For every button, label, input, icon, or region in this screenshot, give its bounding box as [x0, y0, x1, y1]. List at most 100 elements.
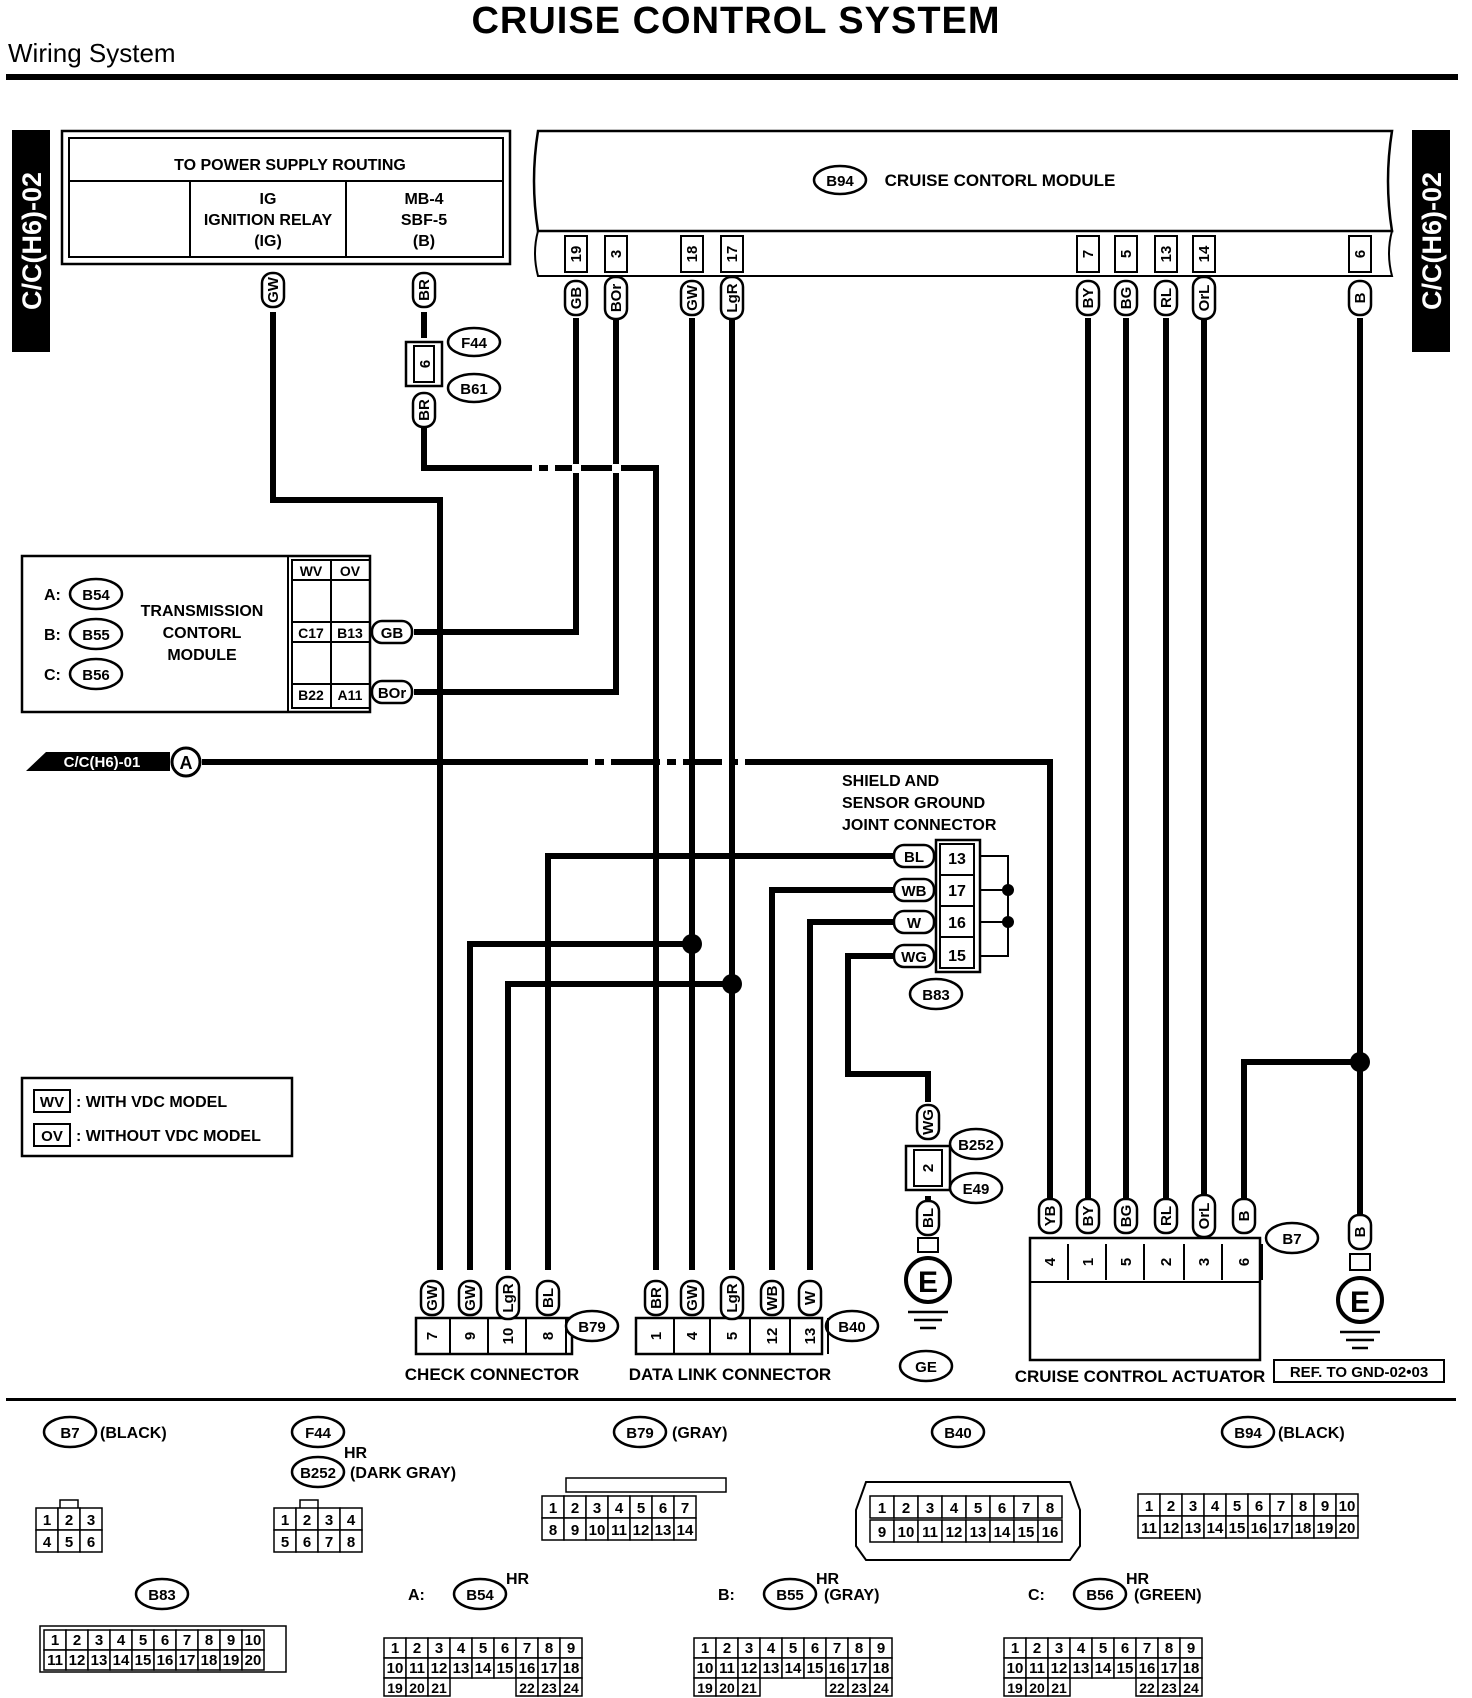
view-b55-r3-pin-19: 19: [697, 1680, 713, 1696]
view-b54-r2-pin-12: 12: [431, 1660, 448, 1677]
view-b54-hr: HR: [506, 1571, 530, 1588]
view-b55-r1-pin-3: 3: [745, 1640, 753, 1657]
view-b56-r1-pin-7: 7: [1143, 1640, 1151, 1657]
wire-tag-b252-top: WG: [920, 1109, 937, 1135]
view-b55-badge: [762, 1577, 818, 1611]
view-b55-r2-pin-14: 14: [785, 1660, 802, 1677]
actuator-wire-yb-shape: [1037, 1197, 1063, 1235]
actuator-wire-b: B: [1236, 1210, 1253, 1221]
view-b79-r2-pin-10: 10: [589, 1522, 606, 1539]
view-b56-r1-pin-5: 5: [1099, 1640, 1107, 1657]
view-b56-r3-pin-20: 20: [1029, 1680, 1045, 1696]
transmission-control-module: WV OV C17 B13 B22 A11 TRANSMISSION CONTO…: [20, 554, 372, 714]
view-b56-r2-pin-17: 17: [1161, 1660, 1178, 1677]
view-b94-r2-pin-15: 15: [1229, 1520, 1246, 1537]
e49-badge-label: E49: [963, 1181, 990, 1198]
view-b94-r1-pin-7: 7: [1277, 1498, 1285, 1515]
legend-code-ov: OV: [41, 1128, 63, 1145]
view-b55-r3-pin-24: 24: [873, 1680, 889, 1696]
view-b54-badge-label: B54: [466, 1587, 494, 1604]
module-pin-box: [1154, 235, 1178, 273]
tcm-wire-tag-gb: GB: [381, 625, 404, 642]
view-b54-badge: [452, 1577, 508, 1611]
view-b55-r2-pin-12: 12: [741, 1660, 758, 1677]
view-b79-r2-pin-13: 13: [655, 1522, 672, 1539]
dlc-wire-gw-shape: [679, 1279, 705, 1317]
wire-tag-bor-shape: [603, 275, 629, 321]
view-b54-r3-pin-24: 24: [563, 1680, 579, 1696]
view-b79-r1-pin-6: 6: [659, 1500, 667, 1517]
wire-bl-13: [545, 853, 898, 1270]
wire-tag-by: BY: [1080, 288, 1097, 309]
view-b83-r2-pin-19: 19: [223, 1652, 240, 1669]
view-b56-r1-pin-3: 3: [1055, 1640, 1063, 1657]
actuator-wire-orl: OrL: [1196, 1203, 1213, 1230]
dlc-wire-br-shape: [643, 1279, 669, 1317]
view-b252-badge: [290, 1455, 346, 1489]
check-wire-bl-shape: [535, 1279, 561, 1317]
b55-badge: [68, 617, 124, 651]
b61-badge: [446, 372, 502, 404]
side-tab-right-label: C/C(H6)-02: [1417, 172, 1447, 310]
view-b40-r2-pin-11: 11: [922, 1524, 938, 1541]
e49-badge: [948, 1171, 1004, 1205]
header-rule: [6, 74, 1458, 80]
b83-pin-15: 15: [948, 948, 966, 965]
wire-tag-br-lower: BR: [416, 399, 433, 421]
actuator-pin-6: 6: [1236, 1258, 1253, 1266]
connector-views-divider: [6, 1398, 1456, 1401]
tcm-pin-c17: C17: [298, 625, 324, 641]
view-b40-r1-pin-8: 8: [1046, 1500, 1054, 1517]
ground-e-left-label: E: [918, 1266, 938, 1299]
view-b54-r2-pin-17: 17: [541, 1660, 558, 1677]
view-b55-r3-pin-21: 21: [741, 1680, 757, 1696]
wire-tag-bor: BOr: [608, 284, 625, 313]
view-b40-r2-pin-16: 16: [1042, 1524, 1059, 1541]
module-pin-17: 17: [724, 246, 741, 263]
data-link-connector: DATA LINK CONNECTOR B40 BR1GW4LgR5WB12W1…: [629, 1275, 880, 1384]
check-wire-gw: GW: [462, 1284, 479, 1311]
mb4-line-1: MB-4: [404, 191, 443, 208]
view-f44-r1-pin-2: 2: [303, 1512, 311, 1529]
ground-e-right-label: E: [1350, 1286, 1370, 1319]
wire-b-to-actuator: [1241, 1059, 1360, 1198]
check-pin-10: 10: [500, 1328, 517, 1345]
view-b40-r2-pin-12: 12: [946, 1524, 963, 1541]
wire-lgr-check: [505, 981, 732, 1270]
view-b79-key: [565, 1477, 727, 1493]
f44-pin: 6: [417, 360, 434, 368]
actuator-wire-bg: BG: [1118, 1205, 1135, 1228]
view-b54-r2-pin-18: 18: [563, 1660, 580, 1677]
view-b55-r1-pin-6: 6: [811, 1640, 819, 1657]
view-b79-r1-pin-3: 3: [593, 1500, 601, 1517]
actuator-wire-by-shape: [1075, 1197, 1101, 1235]
view-b40-badge: [930, 1415, 986, 1449]
view-b7-r2-pin-4: 4: [43, 1534, 52, 1551]
wire-tag-ground-b-shape: [1347, 1213, 1373, 1251]
view-b54-r1-pin-9: 9: [567, 1640, 575, 1657]
shield-wire-tag-bl: BL: [904, 849, 924, 866]
actuator-wire-by: BY: [1080, 1206, 1097, 1227]
wire-tag-b252-bottom: BL: [920, 1208, 937, 1228]
view-b54-r2-pin-14: 14: [475, 1660, 492, 1677]
tcm-grid-header-ov: OV: [340, 563, 361, 579]
check-connector-label: CHECK CONNECTOR: [405, 1365, 579, 1384]
view-b7-r2-pin-5: 5: [65, 1534, 73, 1551]
view-b83-r2-cell: [241, 1649, 265, 1671]
view-b83-r1-pin-10: 10: [245, 1632, 262, 1649]
dlc-wire-br: BR: [648, 1287, 665, 1309]
wire-tag-rl-shape: [1153, 279, 1179, 317]
ge-badge: [898, 1349, 954, 1383]
view-b56-r2-pin-18: 18: [1183, 1660, 1200, 1677]
view-b56-r1-pin-6: 6: [1121, 1640, 1129, 1657]
view-b40-r1-pin-7: 7: [1022, 1500, 1030, 1517]
view-b94-r2-pin-11: 11: [1141, 1520, 1157, 1537]
tcm-pin-b13: B13: [337, 625, 363, 641]
b40-badge-label: B40: [838, 1319, 866, 1336]
f44-badge: [446, 326, 502, 358]
view-b40-r1-pin-3: 3: [926, 1500, 934, 1517]
wire-bor: [414, 318, 619, 695]
mb4-line-3: (B): [413, 233, 435, 250]
view-b83-r1-pin-6: 6: [161, 1632, 169, 1649]
harness-wires: [202, 312, 1363, 1270]
